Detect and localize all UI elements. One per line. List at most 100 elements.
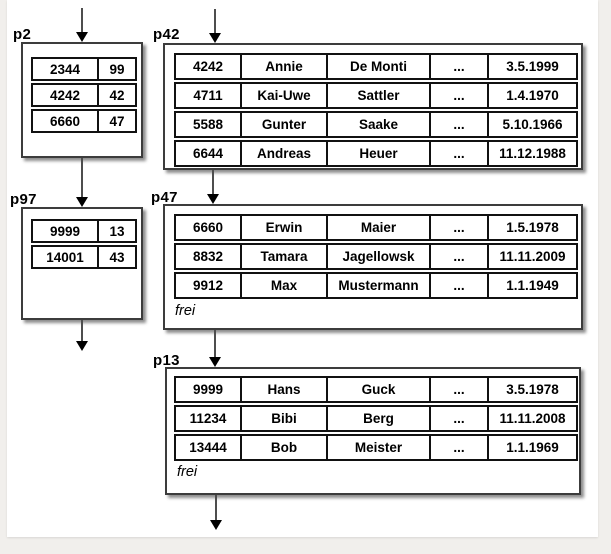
record-table-p42: 4242 Annie De Monti ... 3.5.1999 4711 Ka… [174,53,578,169]
free-space-label: frei [177,464,198,480]
index-page-box-p97: 9999 13 14001 43 [21,207,143,320]
record-row: 4242 Annie De Monti ... 3.5.1999 [174,53,578,80]
birthdate-cell: 11.11.2009 [499,249,566,264]
id-cell: 8832 [176,245,242,268]
birthdate-cell: 1.1.1969 [506,440,559,455]
id-cell: 11234 [176,407,242,430]
lastname-cell: Mustermann [328,274,431,297]
down-arrow-p42-to-p47 [207,170,219,204]
firstname-cell: Bibi [242,407,328,430]
lastname-cell: Meister [328,436,431,459]
record-row: 13444 Bob Meister ... 1.1.1969 [174,434,578,461]
record-row: 6644 Andreas Heuer ... 11.12.1988 [174,140,578,167]
page-label-p97: p97 [10,191,37,208]
index-page-box-p2: 2344 99 4242 42 6660 47 [21,42,143,158]
lastname-cell: Guck [328,378,431,401]
arrow-line [212,170,214,195]
ellipsis-cell: ... [431,245,489,268]
firstname-cell: Bob [242,436,328,459]
index-entry-row: 4242 42 [31,83,137,107]
record-row: 6660 Erwin Maier ... 1.5.1978 [174,214,578,241]
ellipsis-cell: ... [431,113,489,136]
arrow-head-icon [76,341,88,351]
arrow-head-icon [210,520,222,530]
free-space-label: frei [175,303,196,319]
birthdate-cell: 1.1.1949 [506,278,559,293]
page-ref-cell: 47 [109,113,125,129]
lastname-cell: Saake [328,113,431,136]
record-row: 4711 Kai-Uwe Sattler ... 1.4.1970 [174,82,578,109]
id-cell: 6660 [176,216,242,239]
id-cell: 6644 [176,142,242,165]
birthdate-cell: 11.12.1988 [499,146,566,161]
page-label-p42: p42 [153,26,180,43]
id-cell: 9999 [176,378,242,401]
arrow-line [214,9,216,34]
key-cell: 4242 [33,85,99,105]
arrow-head-icon [76,197,88,207]
page-ref-cell: 42 [109,87,125,103]
arrow-line [81,8,83,33]
down-arrow-p47-to-p13 [209,330,221,367]
data-page-box-p42: 4242 Annie De Monti ... 3.5.1999 4711 Ka… [163,43,583,170]
ellipsis-cell: ... [431,274,489,297]
arrow-head-icon [209,33,221,43]
ellipsis-cell: ... [431,142,489,165]
data-page-box-p47: 6660 Erwin Maier ... 1.5.1978 8832 Tamar… [163,204,583,330]
index-entry-row: 14001 43 [31,245,137,269]
id-cell: 9912 [176,274,242,297]
key-cell: 9999 [33,221,99,241]
page-label-p2: p2 [13,26,32,43]
down-arrow-into-p2 [76,8,88,42]
id-cell: 4711 [176,84,242,107]
firstname-cell: Hans [242,378,328,401]
ellipsis-cell: ... [431,216,489,239]
index-entry-row: 2344 99 [31,57,137,81]
firstname-cell: Tamara [242,245,328,268]
record-row: 9912 Max Mustermann ... 1.1.1949 [174,272,578,299]
birthdate-cell: 1.5.1978 [506,220,559,235]
page-label-p47: p47 [151,189,178,206]
firstname-cell: Max [242,274,328,297]
lastname-cell: Jagellowsk [328,245,431,268]
record-row: 9999 Hans Guck ... 3.5.1978 [174,376,578,403]
record-table-p47: 6660 Erwin Maier ... 1.5.1978 8832 Tamar… [174,214,578,301]
down-arrow-p2-to-p97 [76,158,88,207]
index-entry-row: 6660 47 [31,109,137,133]
ellipsis-cell: ... [431,55,489,78]
lastname-cell: Sattler [328,84,431,107]
page-ref-cell: 43 [109,249,125,265]
ellipsis-cell: ... [431,84,489,107]
firstname-cell: Erwin [242,216,328,239]
birthdate-cell: 11.11.2008 [499,411,566,426]
birthdate-cell: 5.10.1966 [502,117,563,132]
index-table-p97: 9999 13 14001 43 [31,219,137,271]
firstname-cell: Andreas [242,142,328,165]
down-arrow-p13-out [210,495,222,530]
lastname-cell: De Monti [328,55,431,78]
down-arrow-into-p42 [209,9,221,43]
arrow-head-icon [209,357,221,367]
key-cell: 2344 [33,59,99,79]
key-cell: 6660 [33,111,99,131]
down-arrow-p97-out [76,320,88,351]
record-row: 8832 Tamara Jagellowsk ... 11.11.2009 [174,243,578,270]
arrow-head-icon [76,32,88,42]
firstname-cell: Gunter [242,113,328,136]
page-ref-cell: 99 [109,61,125,77]
lastname-cell: Maier [328,216,431,239]
birthdate-cell: 1.4.1970 [506,88,559,103]
record-table-p13: 9999 Hans Guck ... 3.5.1978 11234 Bibi B… [174,376,578,463]
ellipsis-cell: ... [431,407,489,430]
arrow-head-icon [207,194,219,204]
birthdate-cell: 3.5.1999 [506,59,559,74]
record-row: 5588 Gunter Saake ... 5.10.1966 [174,111,578,138]
page-ref-cell: 13 [109,223,125,239]
lastname-cell: Heuer [328,142,431,165]
page-label-p13: p13 [153,352,180,369]
firstname-cell: Annie [242,55,328,78]
index-table-p2: 2344 99 4242 42 6660 47 [31,57,137,135]
key-cell: 14001 [33,247,99,267]
id-cell: 4242 [176,55,242,78]
data-page-box-p13: 9999 Hans Guck ... 3.5.1978 11234 Bibi B… [165,367,581,495]
